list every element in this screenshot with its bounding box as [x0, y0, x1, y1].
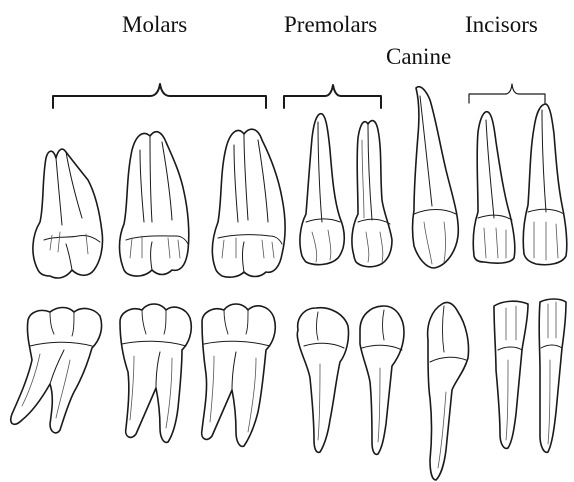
lower-premolar-2 [360, 306, 404, 454]
upper-premolar-1 [300, 114, 344, 265]
upper-canine [413, 87, 459, 268]
lower-incisor-2 [539, 299, 566, 452]
lower-molar-2 [120, 304, 191, 442]
upper-molar-1 [33, 149, 103, 278]
bracket-premolars [284, 85, 381, 108]
upper-molar-2 [120, 132, 189, 276]
upper-premolar-2 [352, 121, 392, 267]
lower-premolar-1 [297, 308, 348, 453]
bracket-incisors [469, 84, 545, 103]
upper-incisor-2 [523, 104, 567, 265]
upper-molar-3 [212, 129, 285, 277]
lower-incisor-1 [494, 301, 528, 448]
bracket-molars [53, 84, 266, 108]
lower-canine [428, 302, 469, 480]
lower-molar-1 [11, 308, 102, 433]
upper-incisor-1 [473, 112, 515, 264]
lower-molar-3 [202, 304, 276, 446]
